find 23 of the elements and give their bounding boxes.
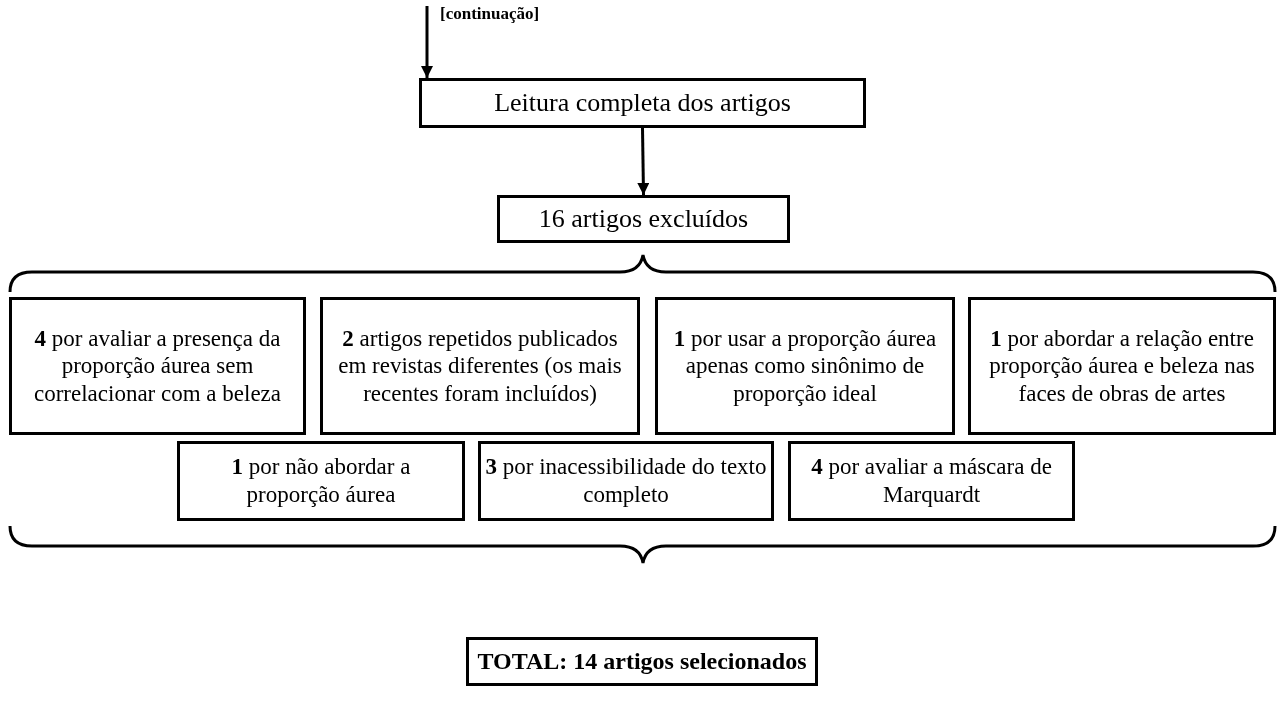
text-box bbox=[655, 297, 955, 435]
box-text: Leitura completa dos artigos bbox=[494, 87, 791, 119]
arrow bbox=[421, 6, 433, 78]
box-text: TOTAL: 14 artigos selecionados bbox=[477, 647, 807, 676]
text-box bbox=[478, 441, 774, 521]
text-box bbox=[466, 637, 818, 686]
text-box bbox=[419, 78, 866, 128]
box-text: 2 artigos repetidos publicados em revistas diferentes (os mais recentes foram incluídos) bbox=[337, 324, 623, 408]
box-text: 1 por não abordar a proporção áurea bbox=[230, 453, 412, 509]
box-text: 1 por abordar a relação entre proporção áurea e beleza nas faces de obras de artes bbox=[988, 324, 1256, 408]
text-box bbox=[177, 441, 465, 521]
box-text: 3 por inacessibilidade do texto completo bbox=[485, 453, 767, 509]
box-text: 1 por usar a proporção áurea apenas como sinônimo de proporção ideal bbox=[672, 324, 938, 408]
text-box bbox=[968, 297, 1276, 435]
text-box bbox=[788, 441, 1075, 521]
arrow bbox=[637, 127, 650, 196]
box-text: 4 por avaliar a máscara de Marquardt bbox=[810, 453, 1053, 509]
box-text: 16 artigos excluídos bbox=[538, 203, 749, 235]
text-box bbox=[9, 297, 306, 435]
text-box bbox=[497, 195, 790, 243]
edge-label: [continuação] bbox=[440, 4, 540, 24]
box-text: 4 por avaliar a presença da proporção áurea sem correlacionar com a beleza bbox=[32, 324, 283, 408]
text-box bbox=[320, 297, 640, 435]
